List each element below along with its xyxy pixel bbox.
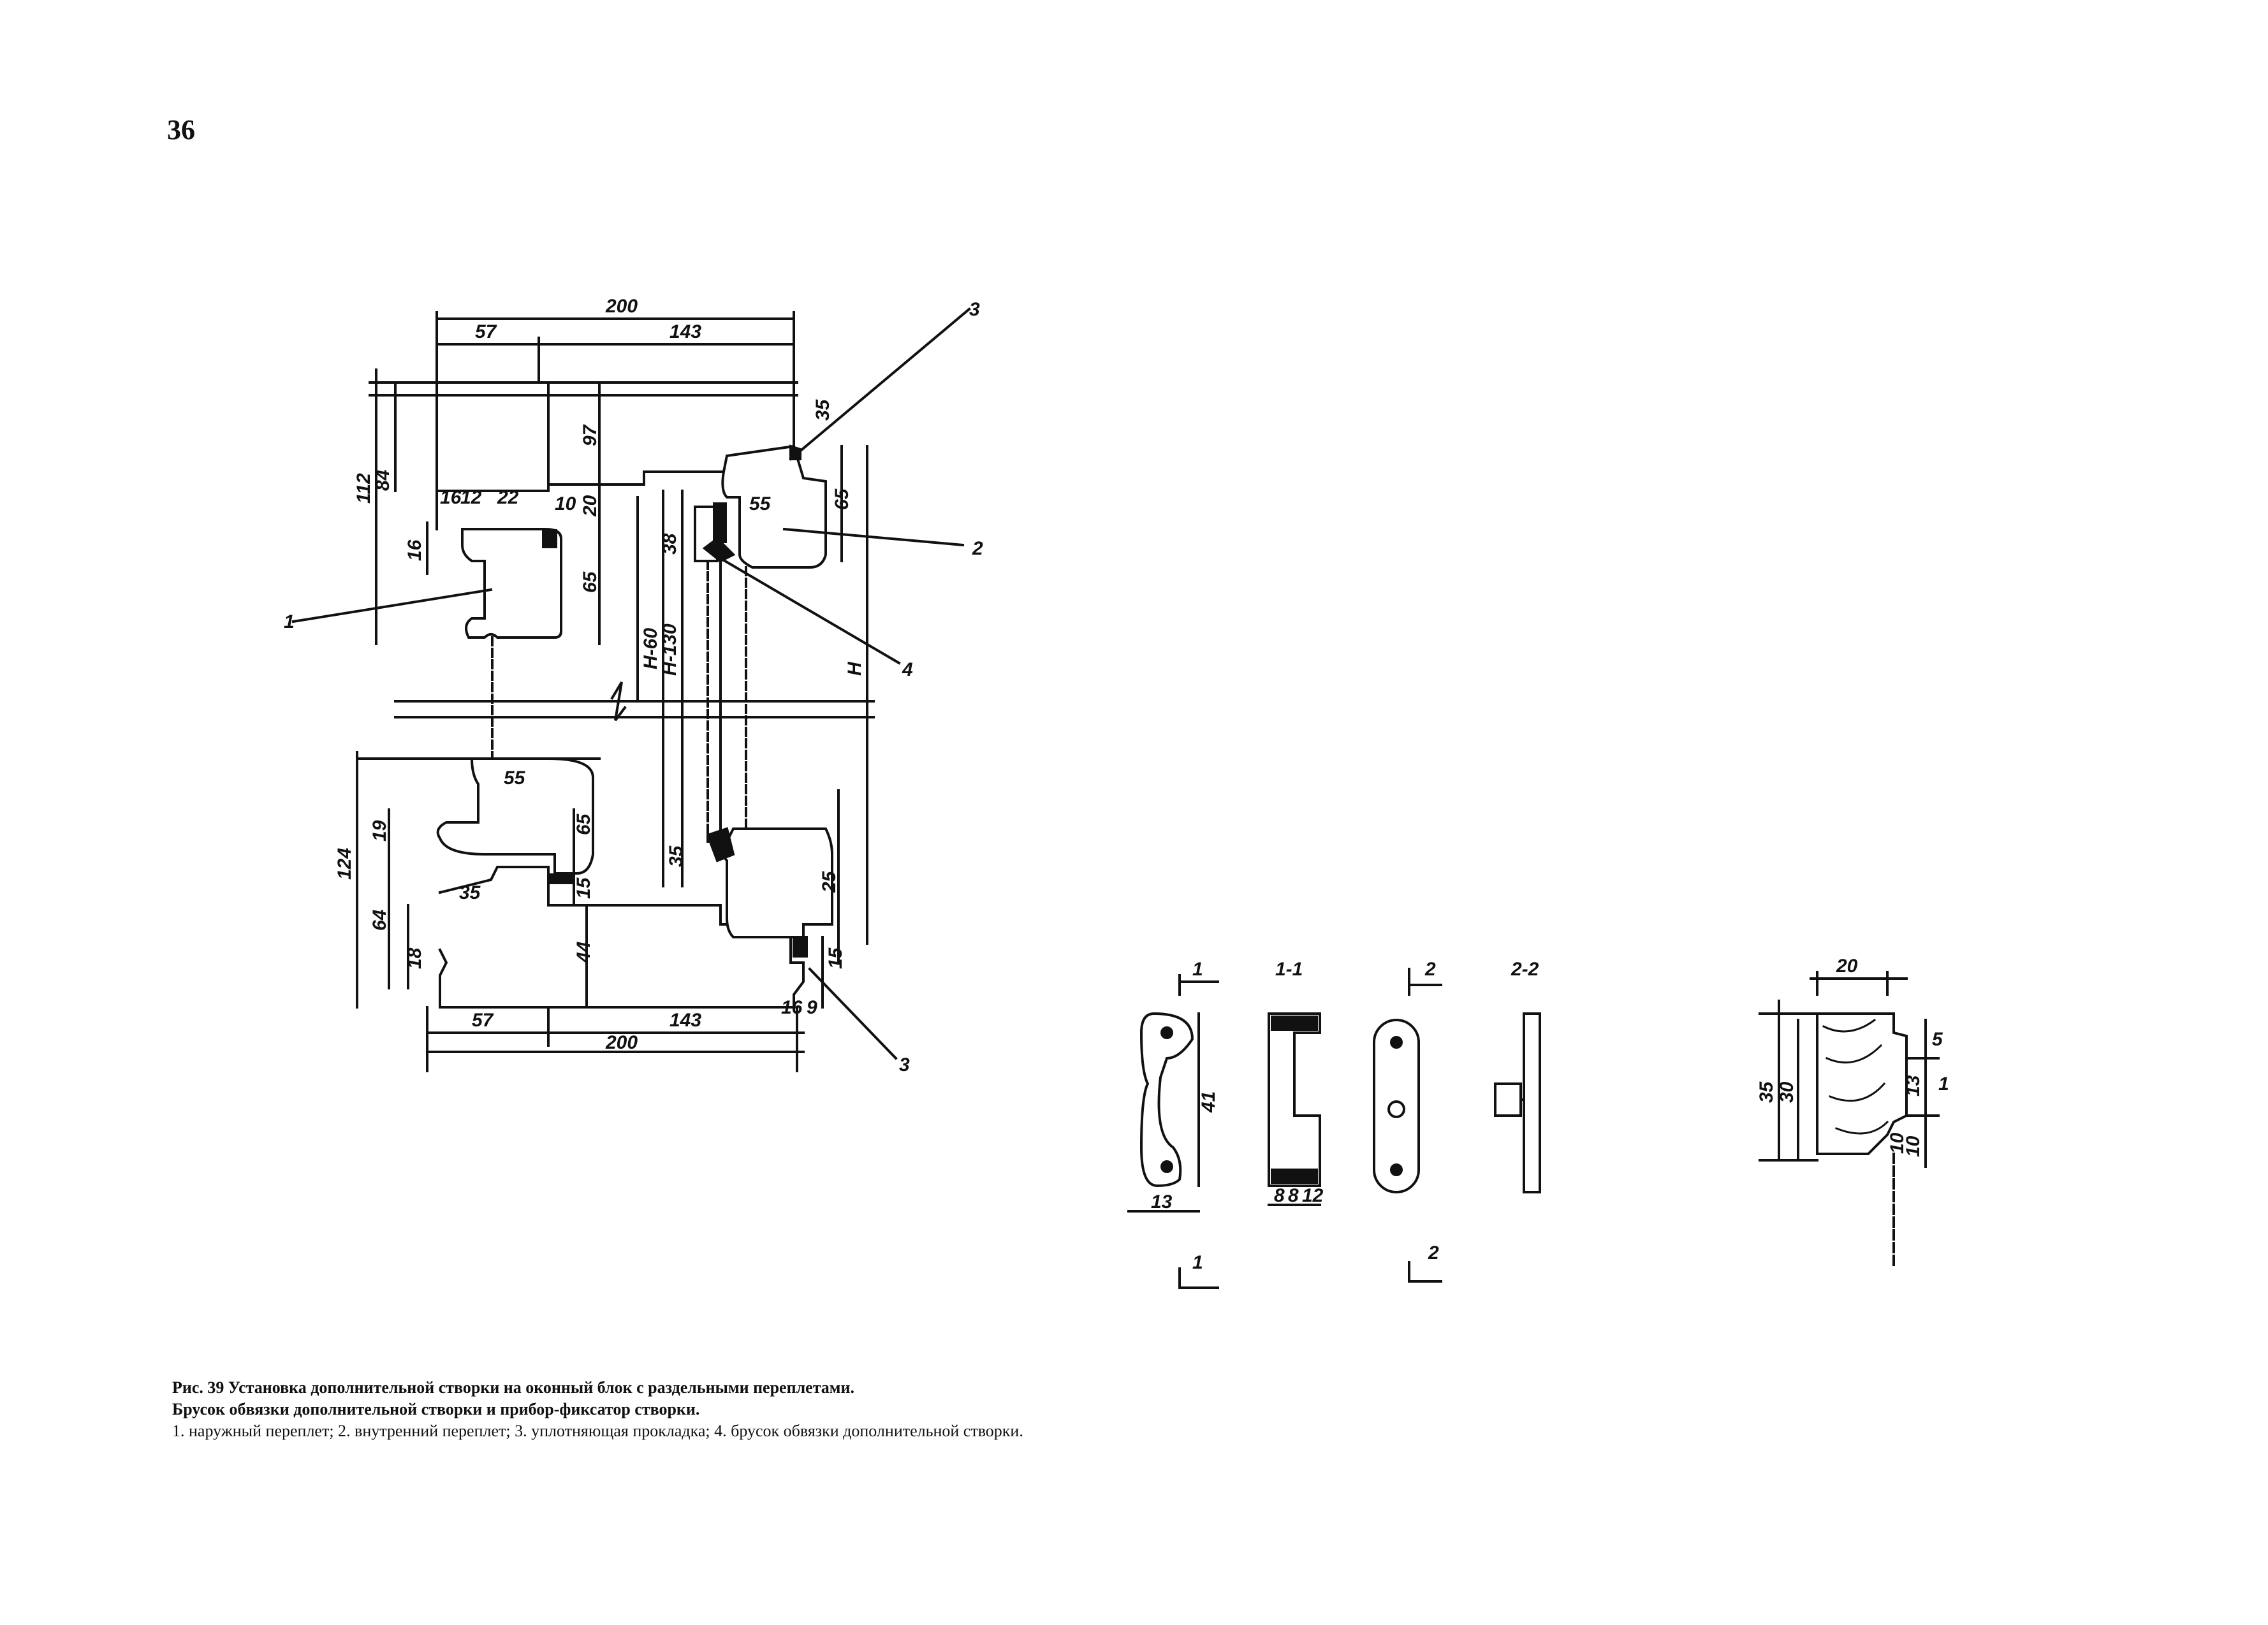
callout-3-top: 3 [969, 299, 980, 320]
callout-2: 2 [972, 538, 983, 559]
dim-lower-124: 124 [334, 848, 355, 880]
dim-upper-55: 55 [749, 493, 772, 514]
fixator-section-2-2 [1523, 1012, 1541, 1193]
dim-fixator-8a: 8 [1274, 1185, 1285, 1206]
dim-bottom-overall: 200 [605, 1032, 638, 1053]
dim-upper-16b: 16 [404, 539, 425, 561]
dim-lower-15r: 15 [825, 947, 846, 969]
dim-upper-65: 65 [580, 571, 601, 593]
dim-fixator-41: 41 [1198, 1091, 1219, 1113]
dim-h-60: H-60 [640, 628, 661, 669]
dim-lower-44: 44 [573, 941, 594, 963]
fixator-section-1-1 [1268, 1012, 1321, 1187]
mark-2-top: 2 [1424, 959, 1436, 980]
dim-upper-20: 20 [580, 495, 601, 517]
dim-lower-55: 55 [504, 768, 526, 789]
dim-fixator-12: 12 [1302, 1185, 1324, 1206]
dim-lower-35: 35 [459, 882, 481, 903]
dim-lower-18: 18 [404, 947, 425, 969]
outer-sash-upper [461, 528, 562, 639]
fixator-details [1127, 968, 1541, 1289]
dim-upper-35: 35 [812, 398, 833, 421]
dim-lower-35r: 35 [666, 845, 687, 867]
dim-upper-38: 38 [659, 533, 680, 555]
dim-profile-10b: 10 [1887, 1132, 1908, 1154]
dim-top-overall: 200 [605, 296, 638, 317]
dim-profile-13: 13 [1903, 1075, 1924, 1097]
dim-lower-19: 19 [369, 820, 390, 842]
dim-top-right: 143 [669, 321, 701, 342]
dim-fixator-13: 13 [1151, 1191, 1173, 1213]
mark-1-top: 1 [1192, 959, 1203, 980]
dim-lower-65: 65 [573, 813, 594, 835]
dim-upper-112: 112 [353, 473, 374, 504]
caption-legend: 1. наружный переплет; 2. внутренний пере… [172, 1422, 1023, 1440]
callout-1: 1 [284, 611, 295, 632]
sash-bar-profile [1816, 1012, 1908, 1155]
inner-sash-upper [721, 444, 827, 569]
dim-bottom-left: 57 [472, 1010, 494, 1031]
dim-upper-22: 22 [497, 487, 519, 508]
main-section [291, 307, 971, 1072]
dim-profile-5: 5 [1932, 1029, 1943, 1050]
dim-lower-25: 25 [819, 870, 840, 893]
dim-h: H [844, 661, 865, 676]
dim-profile-35: 35 [1756, 1081, 1777, 1103]
dim-fixator-8b: 8 [1288, 1185, 1299, 1206]
dim-lower-15: 15 [573, 877, 594, 899]
dim-bottom-right: 143 [669, 1010, 701, 1031]
dim-profile-20: 20 [1836, 956, 1858, 977]
inner-sash-lower [722, 827, 833, 938]
page-number: 36 [167, 114, 195, 145]
dim-profile-10a: 10 [1903, 1135, 1924, 1157]
dim-upper-12: 12 [460, 487, 482, 508]
outer-sash-lower [436, 757, 594, 875]
dim-upper-16a: 16 [440, 487, 462, 508]
fixator-hook [1139, 1012, 1194, 1188]
dim-profile-30: 30 [1776, 1081, 1797, 1103]
caption-subtitle: Брусок обвязки дополнительной створки и … [172, 1400, 700, 1418]
figure-caption: Рис. 39 Установка дополнительной створки… [172, 1377, 1129, 1442]
mark-1-bottom: 1 [1192, 1252, 1203, 1273]
mark-2-2: 2-2 [1511, 959, 1539, 980]
profile-detail [1759, 971, 1940, 1270]
caption-title: Рис. 39 Установка дополнительной створки… [172, 1378, 854, 1397]
dim-upper-84: 84 [372, 469, 393, 491]
dim-lower-16: 16 [781, 997, 803, 1018]
dim-upper-65r: 65 [831, 488, 852, 510]
dim-lower-64: 64 [369, 909, 390, 931]
fixator-plate [1373, 1019, 1420, 1193]
dim-upper-97: 97 [580, 424, 601, 446]
dim-upper-10: 10 [555, 493, 576, 514]
dim-profile-1: 1 [1938, 1074, 1949, 1095]
mark-2-bottom: 2 [1428, 1242, 1439, 1264]
callout-4: 4 [902, 659, 913, 680]
mark-1-1: 1-1 [1275, 959, 1303, 980]
dim-top-left: 57 [475, 321, 497, 342]
callout-3-bottom: 3 [899, 1054, 910, 1075]
dim-h-130: H-130 [659, 623, 680, 676]
dim-lower-9: 9 [807, 997, 817, 1018]
